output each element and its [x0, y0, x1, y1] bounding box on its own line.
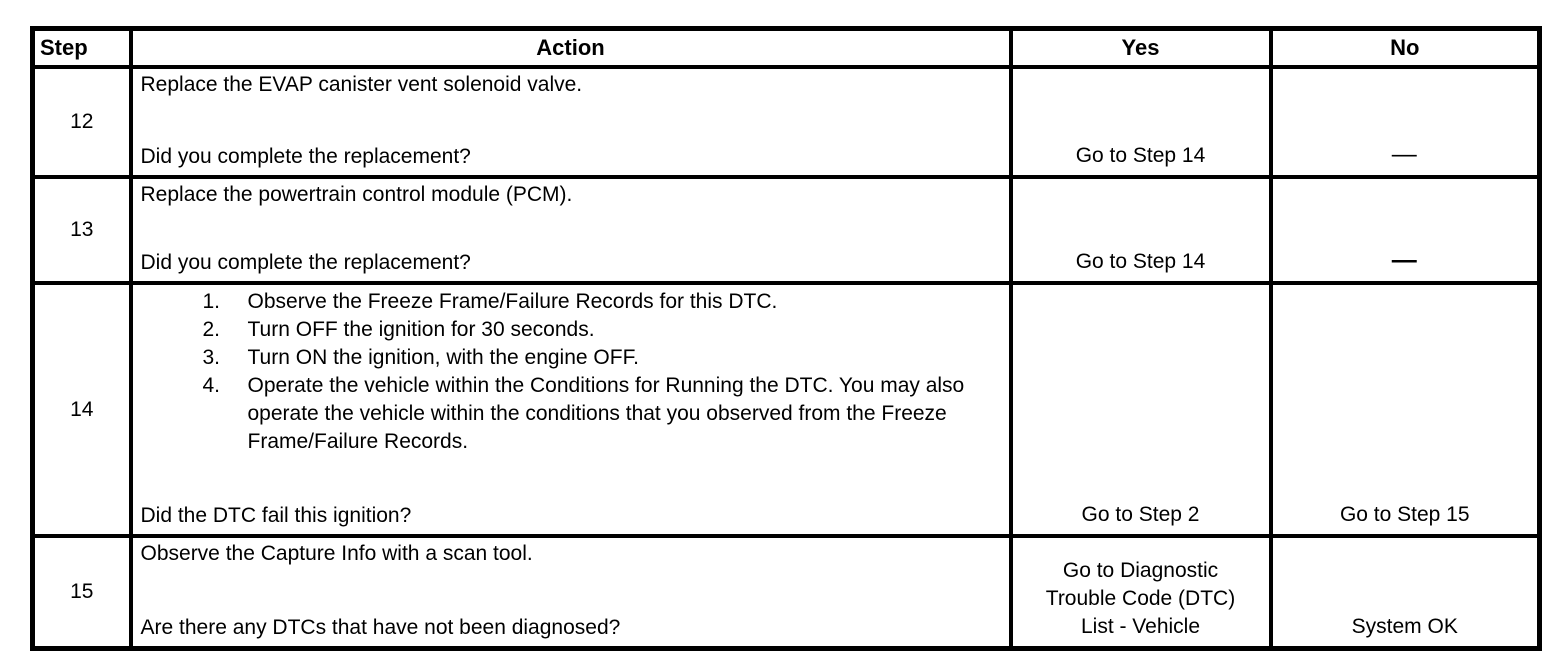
no-text: System OK: [1351, 615, 1458, 638]
no-dash: —: [1391, 246, 1418, 274]
list-item-number: 3.: [202, 346, 221, 369]
yes-cell: Go to Step 2: [1008, 281, 1273, 538]
numbered-action-list: 1. Observe the Freeze Frame/Failure Reco…: [141, 288, 1001, 456]
list-item: 4. Operate the vehicle within the Condit…: [141, 372, 1001, 456]
list-item-text: Turn ON the ignition, with the engine OF…: [247, 346, 639, 369]
action-cell: Replace the EVAP canister vent solenoid …: [128, 65, 1013, 179]
action-question: Did the DTC fail this ignition?: [140, 504, 412, 527]
no-cell: Go to Step 15: [1268, 281, 1542, 538]
list-item-text: Operate the vehicle within the Condition…: [247, 374, 965, 453]
list-item-text: Observe the Freeze Frame/Failure Records…: [247, 290, 778, 313]
action-question: Are there any DTCs that have not been di…: [140, 616, 621, 639]
yes-text: Go to Step 2: [1081, 503, 1200, 526]
no-cell: —: [1268, 65, 1542, 179]
yes-cell: Go to Step 14: [1008, 65, 1273, 179]
no-dash: —: [1391, 140, 1418, 168]
header-yes: Yes: [1008, 26, 1273, 69]
no-cell: System OK: [1268, 534, 1542, 651]
step-number: 13: [30, 175, 133, 285]
yes-text: Go to Step 14: [1075, 144, 1206, 167]
yes-cell: Go to Diagnostic Trouble Code (DTC) List…: [1008, 534, 1273, 651]
list-item-number: 2.: [202, 318, 221, 341]
list-item-text: Turn OFF the ignition for 30 seconds.: [247, 318, 595, 341]
step-number: 15: [30, 534, 133, 651]
table-row-step-12: 12 Replace the EVAP canister vent soleno…: [30, 65, 1542, 179]
action-question: Did you complete the replacement?: [140, 145, 471, 168]
step-number: 12: [30, 65, 133, 179]
table-row-step-13: 13 Replace the powertrain control module…: [30, 175, 1542, 285]
header-no: No: [1268, 26, 1542, 69]
action-cell: Replace the powertrain control module (P…: [128, 175, 1013, 285]
action-cell: Observe the Capture Info with a scan too…: [128, 534, 1013, 651]
action-question: Did you complete the replacement?: [140, 251, 471, 274]
list-item: 1. Observe the Freeze Frame/Failure Reco…: [141, 288, 1001, 316]
no-cell: —: [1268, 175, 1542, 285]
list-item: 3. Turn ON the ignition, with the engine…: [141, 344, 1001, 372]
step-number: 14: [30, 281, 133, 538]
list-item-number: 1.: [202, 290, 221, 313]
table-row-step-14: 14 1. Observe the Freeze Frame/Failure R…: [30, 281, 1542, 538]
list-item: 2. Turn OFF the ignition for 30 seconds.: [141, 316, 1001, 344]
yes-text: Go to Step 14: [1075, 250, 1206, 273]
header-step: Step: [30, 26, 133, 69]
yes-text: Go to Diagnostic Trouble Code (DTC) List…: [1045, 559, 1236, 638]
table-row-step-15: 15 Observe the Capture Info with a scan …: [30, 534, 1542, 651]
header-action: Action: [128, 26, 1013, 69]
header-row: Step Action Yes No: [30, 26, 1542, 69]
no-text: Go to Step 15: [1339, 503, 1470, 526]
action-cell: 1. Observe the Freeze Frame/Failure Reco…: [128, 281, 1013, 538]
diagnostic-steps-table: Step Action Yes No 12 Replace the EVAP c…: [30, 26, 1542, 651]
action-text: Observe the Capture Info with a scan too…: [140, 542, 533, 565]
action-text: Replace the powertrain control module (P…: [140, 183, 573, 206]
list-item-number: 4.: [202, 374, 221, 397]
yes-cell: Go to Step 14: [1008, 175, 1273, 285]
action-text: Replace the EVAP canister vent solenoid …: [140, 73, 583, 96]
